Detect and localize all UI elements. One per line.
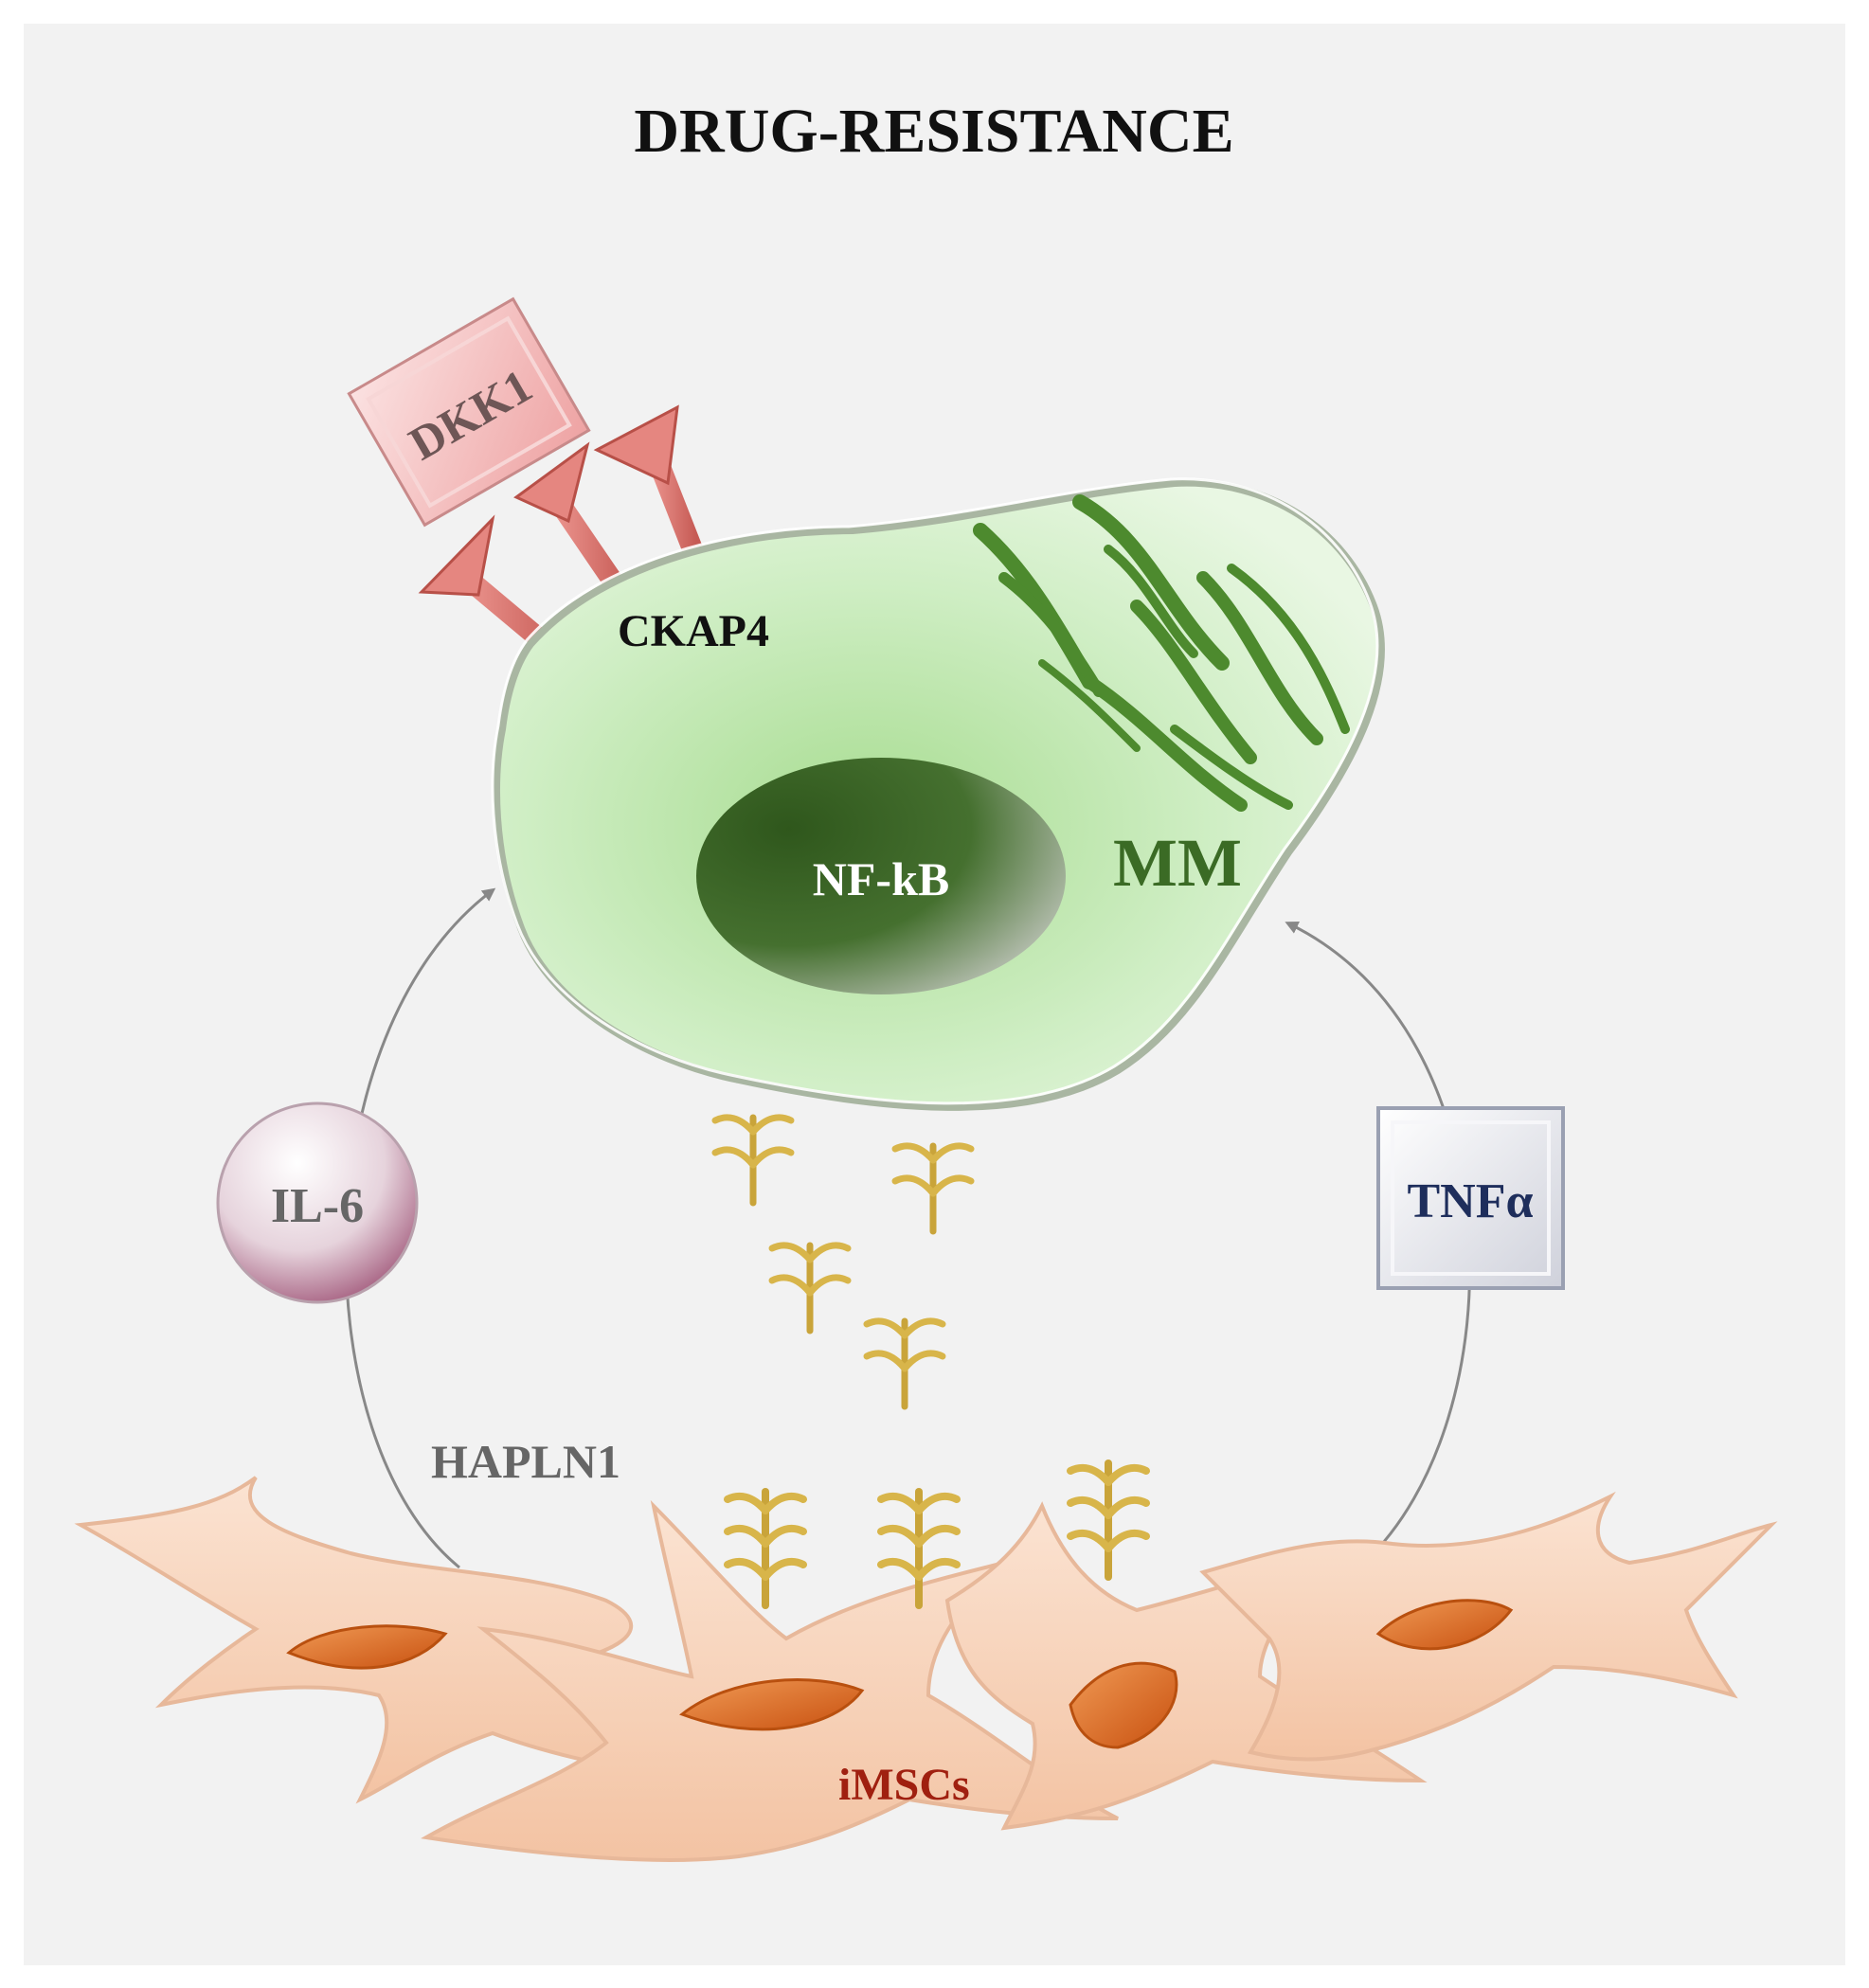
imsc-nucleus-2 xyxy=(678,1678,865,1731)
dkk1-box: DKK1 xyxy=(347,296,591,528)
imscs-nuclei xyxy=(286,1599,1514,1749)
ckap4-label: CKAP4 xyxy=(618,606,769,656)
mm-nucleus xyxy=(696,758,1066,994)
imsc-nucleus-4 xyxy=(1375,1599,1514,1651)
imsc-nucleus-1 xyxy=(286,1624,448,1670)
hapln1-label: HAPLN1 xyxy=(431,1435,620,1488)
il6-ball: IL-6 xyxy=(216,1101,419,1304)
mm-label: MM xyxy=(1113,825,1242,901)
mm-organelles xyxy=(973,494,1350,812)
il6-label: IL-6 xyxy=(271,1179,364,1233)
tnfa-box: TNFα xyxy=(1376,1106,1565,1290)
diagram-title: DRUG-RESISTANCE xyxy=(634,97,1233,166)
tnfa-label: TNFα xyxy=(1407,1174,1533,1228)
imscs-label: iMSCs xyxy=(838,1760,970,1810)
imsc-nucleus-3 xyxy=(1069,1661,1178,1749)
ckap4-receptor-3 xyxy=(593,404,707,569)
nfkb-label: NF-kB xyxy=(813,852,949,905)
